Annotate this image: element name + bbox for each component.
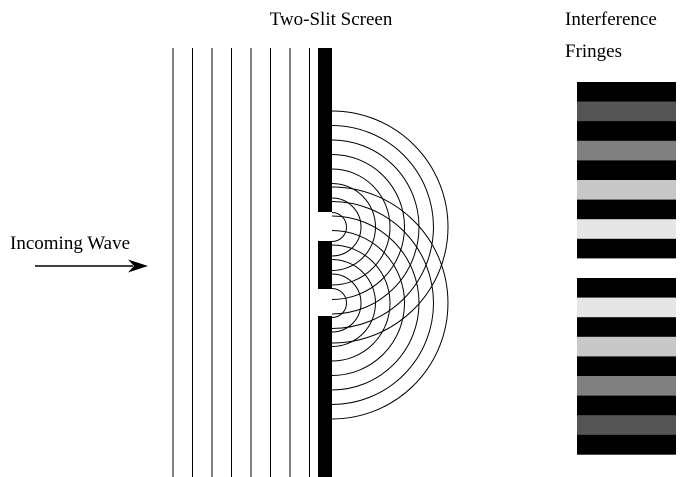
fringe-band [577,356,676,376]
fringe-band [577,435,676,455]
fringe-band [577,317,676,337]
fringe-band [577,180,676,200]
fringe-band [577,258,676,278]
circular-wavefront-arc [332,184,376,271]
slit-barrier [318,48,332,477]
fringe-band [577,298,676,318]
fringe-band [577,278,676,298]
fringe-band [577,160,676,180]
circular-wavefront-arc [332,260,376,347]
fringe-band [577,121,676,141]
interference-fringe-strip [577,82,676,455]
incoming-wave-label: Incoming Wave [10,233,130,254]
incoming-arrow [35,260,148,273]
barrier-bottom-segment [318,316,332,477]
fringe-band [577,415,676,435]
fringe-band [577,376,676,396]
screen-title: Two-Slit Screen [270,9,393,30]
fringe-band [577,219,676,239]
barrier-middle-segment [318,241,332,289]
fringes-title-line2: Fringes [565,41,622,62]
fringes-title-line1: Interference [565,9,657,30]
fringe-band [577,239,676,259]
circular-wavefront-arc [332,231,405,376]
circular-wavefront-arc [332,155,405,300]
fringe-band [577,337,676,357]
fringe-band [577,200,676,220]
barrier-top-segment [318,48,332,212]
incoming-plane-wavefronts [173,48,310,477]
diffracted-circular-wavefronts [332,111,448,419]
fringe-band [577,396,676,416]
fringe-band [577,141,676,161]
fringe-band [577,82,676,102]
fringe-band [577,102,676,122]
